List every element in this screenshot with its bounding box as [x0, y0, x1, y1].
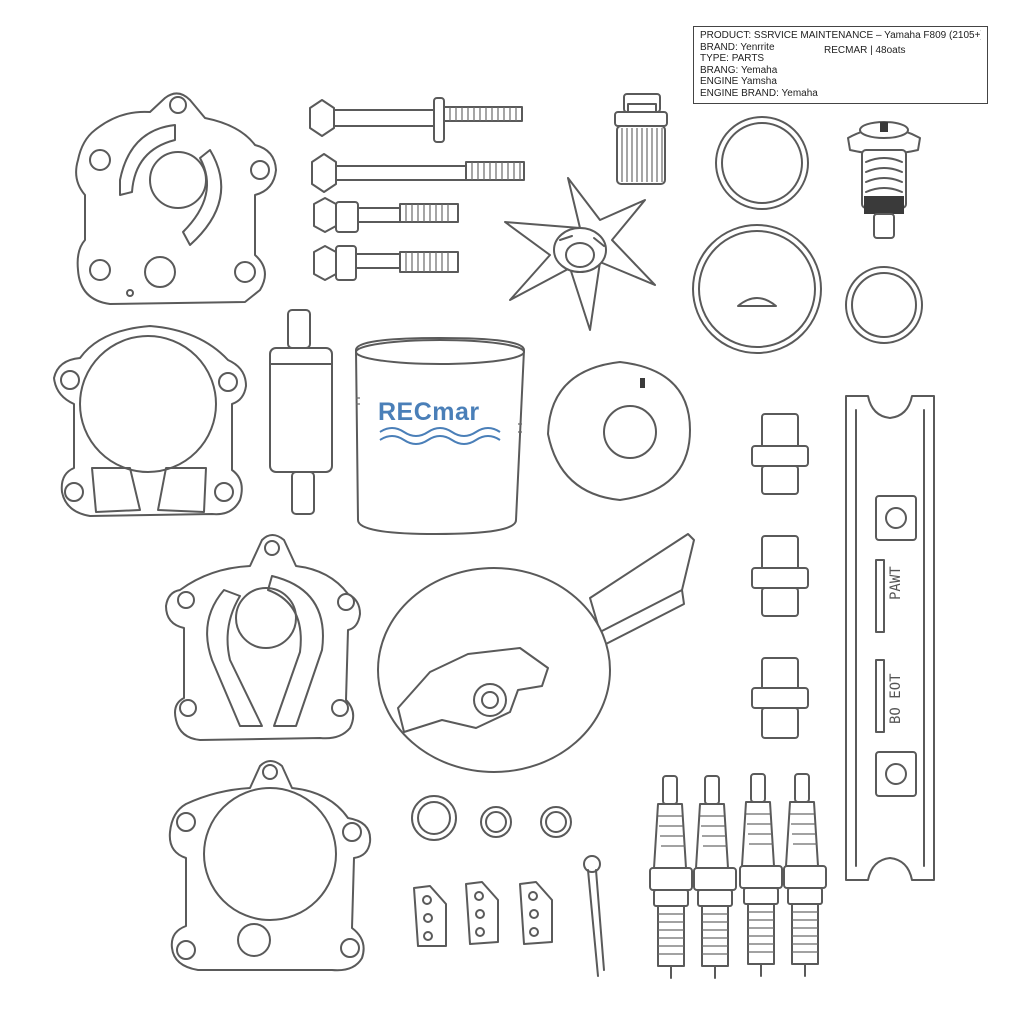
brand-row: BRAND: Yenrrite [700, 42, 981, 54]
round-anode [547, 361, 691, 501]
spark-plug-4 [783, 773, 827, 977]
gasket-middle-left [53, 325, 247, 517]
o-ring-small [845, 266, 923, 344]
impeller [504, 177, 656, 331]
engine-brand-row: ENGINE BRAND: Yemaha [700, 88, 981, 100]
brand-value-2: RECMAR | 48oats [824, 45, 906, 56]
recmar-logo: RECmar [378, 398, 480, 426]
bolt-long-1 [309, 97, 523, 143]
sleeve-2 [751, 535, 809, 617]
anode-bar [845, 395, 935, 881]
type-row: TYPE: PARTS [700, 53, 981, 65]
type-label: TYPE: [700, 53, 729, 65]
spark-plug-2 [693, 775, 737, 979]
o-ring-small-c [540, 806, 572, 838]
bracket-a [413, 885, 447, 947]
engine-value: Yamsha [740, 76, 777, 88]
brang-value: Yemaha [740, 64, 778, 76]
engine-row: ENGINE Yamsha [700, 76, 981, 88]
bolt-long-2 [311, 153, 525, 193]
oil-filter [355, 337, 525, 535]
spark-plug-3 [739, 773, 783, 977]
gasket-bottom-left [168, 760, 372, 972]
brang-row: BRANG: Yemaha [700, 65, 981, 77]
bolt-short-1 [313, 197, 459, 233]
cotter-pin [583, 855, 605, 977]
brang-label: BRANG: [700, 64, 739, 76]
spark-plug-1 [649, 775, 693, 979]
bracket-c [519, 881, 553, 945]
product-info-box: PRODUCT: SSRVICE MAINTENANCE – Yamaha F8… [693, 26, 988, 104]
gasket-lower-left [165, 534, 361, 741]
fuel-filter-small [614, 93, 668, 185]
product-row: PRODUCT: SSRVICE MAINTENANCE – Yamaha F8… [700, 30, 981, 42]
engine-brand-label: ENGINE BRAND: [700, 87, 779, 99]
o-ring-small-b [480, 806, 512, 838]
o-ring-large [715, 116, 809, 210]
product-value: SSRVICE MAINTENANCE [753, 30, 874, 41]
brand-label: BRAND: [700, 41, 738, 53]
brand-value: Yenrrite [740, 41, 775, 53]
type-value: PARTS [731, 53, 765, 65]
anode-label-bottom: BO EOT [888, 673, 904, 724]
inline-fuel-filter [269, 309, 333, 515]
engine-label: ENGINE [700, 76, 739, 88]
trim-tab-anode [377, 533, 695, 773]
sleeve-3 [751, 657, 809, 739]
bracket-b [465, 881, 499, 945]
o-ring-small-a [411, 795, 457, 841]
product-label: PRODUCT: [700, 30, 752, 41]
product-value-2: – Yamaha F809 (2105+) [875, 30, 981, 41]
thermostat [847, 121, 921, 239]
gasket-top-left [75, 92, 277, 305]
anode-label-top: PAWT [888, 566, 904, 600]
round-gasket [692, 224, 822, 354]
engine-brand-value: Yemaha [781, 87, 818, 99]
sleeve-1 [751, 413, 809, 495]
bolt-short-2 [313, 245, 459, 281]
